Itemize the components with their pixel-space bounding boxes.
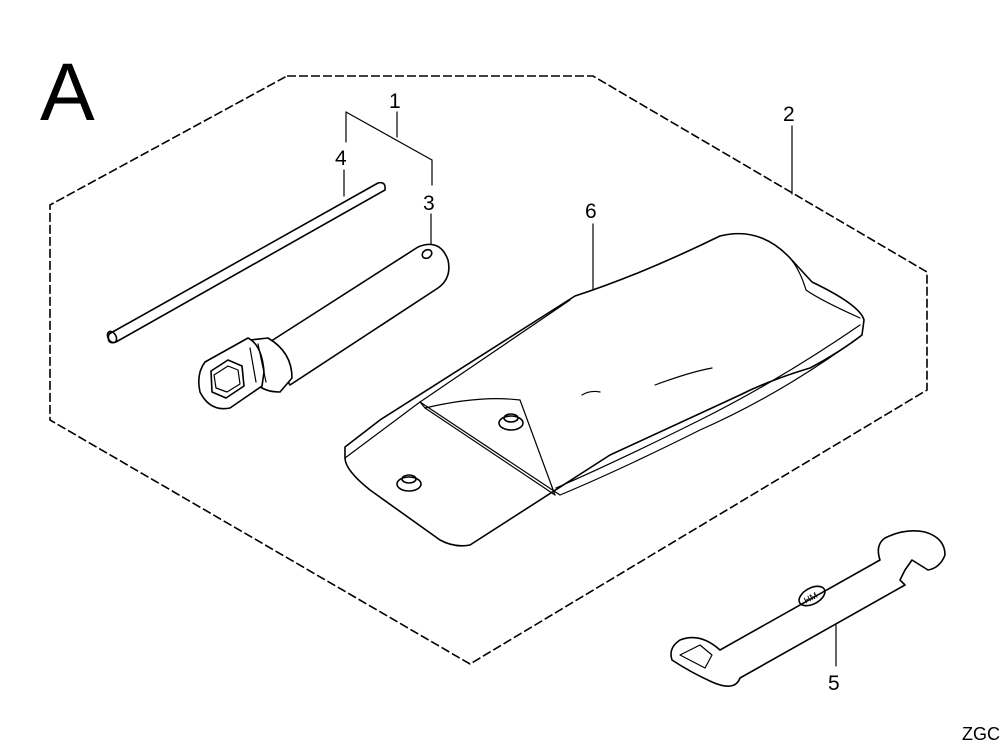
- callout-1-leader: [345, 111, 433, 186]
- callout-3: 3: [423, 192, 435, 215]
- kit-outline: [49, 75, 928, 665]
- section-letter: A: [40, 47, 95, 138]
- callout-4: 4: [335, 147, 347, 170]
- callout-5: 5: [828, 672, 840, 695]
- tommy-bar: [106, 181, 386, 344]
- plug-wrench: [198, 243, 450, 410]
- callout-1: 1: [389, 90, 401, 113]
- callout-2: 2: [783, 103, 795, 126]
- tool-bag: [344, 232, 865, 547]
- diagram-code: ZGC: [962, 724, 1000, 744]
- spanner: HM: [670, 530, 946, 687]
- callout-6: 6: [585, 200, 597, 223]
